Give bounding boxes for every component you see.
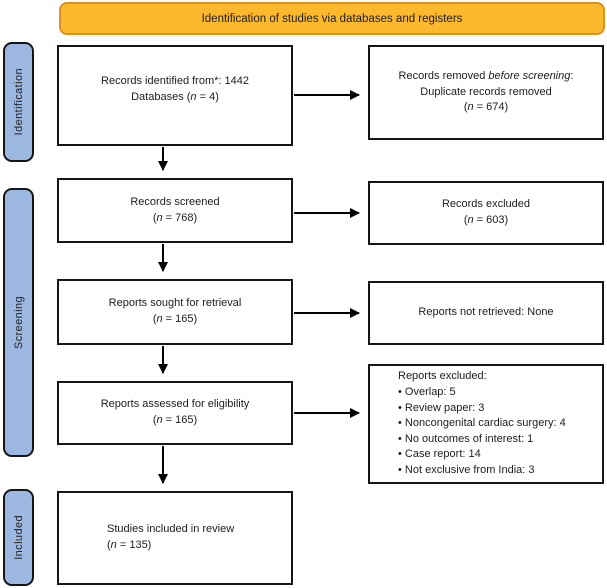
- box-records-screened: Records screened (n = 768): [57, 178, 293, 243]
- records-removed-line1: Records removed before screening:: [398, 69, 574, 82]
- stage-label-screening: Screening: [12, 295, 25, 350]
- stage-bar-screening: Screening: [3, 188, 34, 457]
- box-records-identified: Records identified from*: 1442 Databases…: [57, 45, 293, 146]
- studies-included-line2: (n = 135): [107, 539, 152, 551]
- reports-excluded-item: • Overlap: 5: [398, 385, 456, 398]
- stage-label-included: Included: [12, 515, 25, 560]
- studies-included-line1: Studies included in review: [107, 523, 235, 536]
- records-removed-line3: (n = 674): [463, 101, 509, 114]
- reports-sought-line1: Reports sought for retrieval: [108, 297, 242, 310]
- records-identified-line1: Records identified from*: 1442: [101, 74, 249, 87]
- reports-assessed-line2: (n = 165): [152, 414, 198, 426]
- records-screened-line1: Records screened: [130, 195, 220, 208]
- banner-identification-via-databases: Identification of studies via databases …: [59, 2, 605, 35]
- stage-bar-included: Included: [3, 489, 34, 586]
- reports-excluded-item: • Noncongenital cardiac surgery: 4: [398, 417, 566, 430]
- reports-assessed-line1: Reports assessed for eligibility: [100, 398, 250, 411]
- reports-excluded-item: • Not exclusive from India: 3: [398, 464, 535, 477]
- reports-excluded-item: • Review paper: 3: [398, 401, 485, 414]
- records-removed-line2: Duplicate records removed: [420, 85, 552, 98]
- banner-label: Identification of studies via databases …: [201, 12, 463, 25]
- box-reports-assessed: Reports assessed for eligibility (n = 16…: [57, 381, 293, 445]
- box-records-excluded: Records excluded (n = 603): [368, 181, 604, 245]
- reports-sought-line2: (n = 165): [152, 313, 198, 325]
- records-excluded-line1: Records excluded: [441, 198, 531, 211]
- box-studies-included: Studies included in review (n = 135): [57, 491, 293, 585]
- stage-label-identification: Identification: [12, 68, 25, 136]
- records-identified-line2: Databases (n = 4): [131, 90, 219, 103]
- box-reports-sought: Reports sought for retrieval (n = 165): [57, 279, 293, 345]
- box-records-removed: Records removed before screening: Duplic…: [368, 45, 604, 140]
- records-screened-line2: (n = 768): [152, 211, 198, 224]
- records-excluded-line2: (n = 603): [463, 214, 509, 226]
- stage-bar-identification: Identification: [3, 42, 34, 162]
- box-reports-not-retrieved: Reports not retrieved: None: [368, 281, 604, 345]
- box-reports-excluded: Reports excluded: • Overlap: 5 • Review …: [368, 364, 604, 484]
- reports-excluded-title: Reports excluded:: [398, 370, 487, 383]
- reports-excluded-item: • No outcomes of interest: 1: [398, 432, 534, 445]
- reports-excluded-item: • Case report: 14: [398, 448, 481, 461]
- reports-not-retrieved-line1: Reports not retrieved: None: [418, 306, 554, 319]
